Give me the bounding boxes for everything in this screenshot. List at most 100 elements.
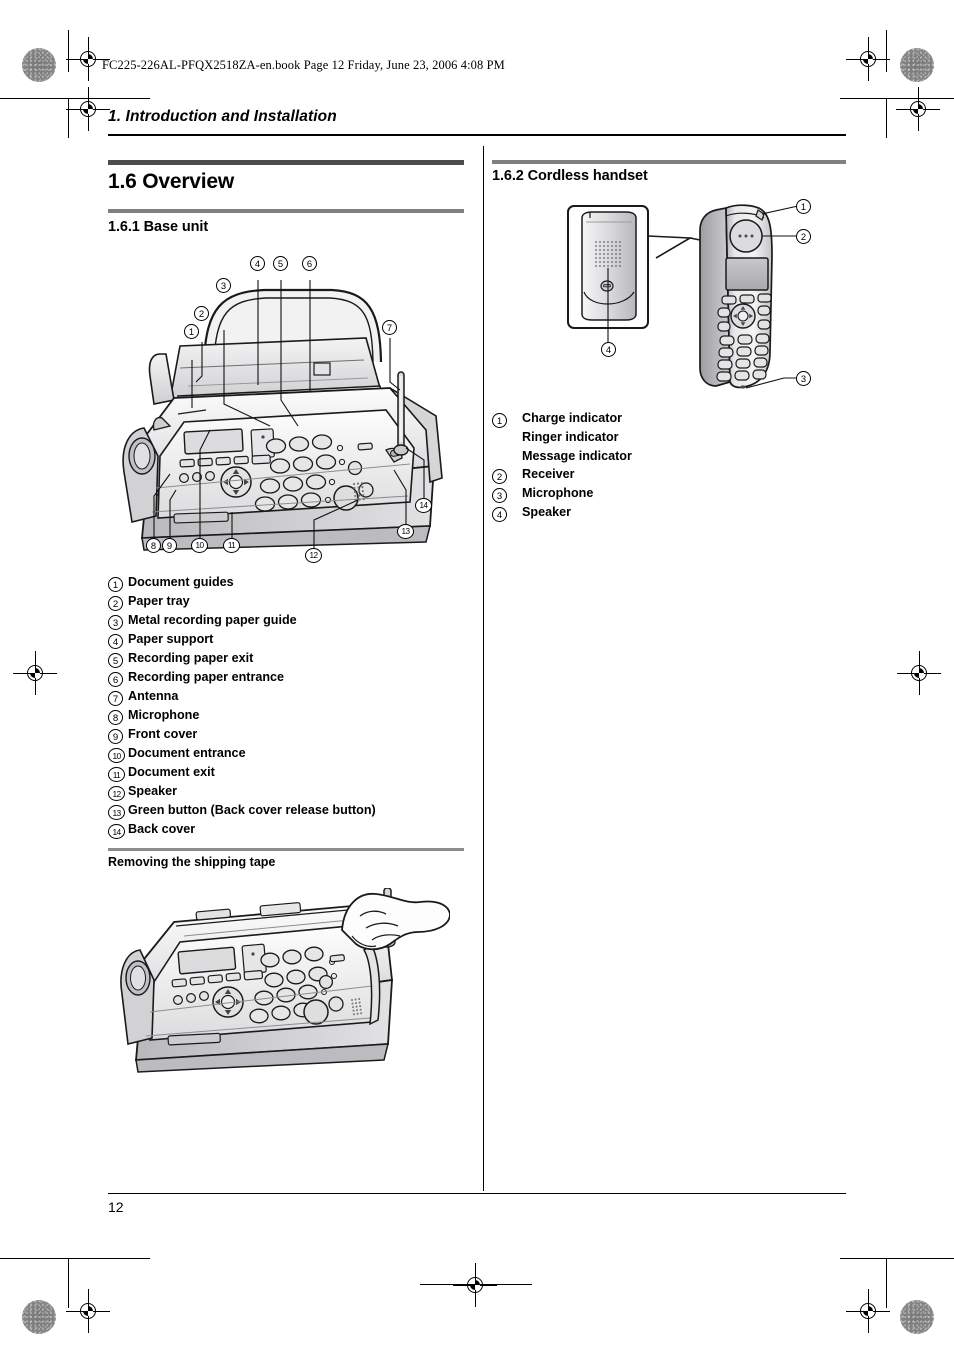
column-divider [483, 146, 484, 1191]
footer-rule [108, 1193, 846, 1195]
base-unit-callout-1: 1 [184, 324, 199, 339]
shipping-tape-rule [108, 848, 464, 851]
parts-list-label: Recording paper entrance [128, 670, 285, 684]
registration-target-inner-top-left [66, 87, 110, 131]
crop-mark-bottom-right-v [886, 1258, 887, 1308]
crop-mark-top-left-h [0, 98, 150, 99]
parts-list-label: Document entrance [128, 746, 246, 760]
chapter-rule [108, 134, 846, 136]
parts-list-item: 3 Microphone [492, 484, 832, 504]
crop-mark-bottom-center-h [420, 1284, 532, 1285]
base-unit-callout-5: 5 [273, 256, 288, 271]
handset-callout-3: 3 [796, 371, 811, 386]
removing-shipping-tape-figure [120, 887, 451, 1083]
parts-list-label: Recording paper exit [128, 651, 254, 665]
base-unit-callout-7: 7 [382, 320, 397, 335]
registration-target-bottom-right [846, 1289, 890, 1333]
parts-list-label-extra: Message indicator [522, 448, 632, 463]
crop-mark-bottom-left-h [0, 1258, 150, 1259]
base-unit-callout-3: 3 [216, 278, 231, 293]
parts-list-number: 4 [108, 630, 128, 649]
base-unit-callout-11: 11 [223, 538, 240, 553]
parts-list-label: Back cover [128, 822, 196, 836]
crop-mark-right-v [886, 98, 887, 138]
parts-list-item: Ringer indicator [492, 428, 832, 447]
parts-list-number: 1 [108, 573, 128, 592]
base-unit-illustration [122, 280, 443, 551]
parts-list-label: Metal recording paper guide [128, 613, 297, 627]
parts-list-number: 9 [108, 725, 128, 744]
parts-list-number: 2 [492, 465, 522, 485]
crop-mark-top-left-v [68, 30, 69, 72]
parts-list-number: 1 [492, 409, 522, 428]
parts-list-label: Receiver [522, 467, 575, 482]
parts-list-label: Document guides [128, 575, 234, 589]
parts-list-label: Microphone [522, 486, 594, 501]
base-unit-callout-8: 8 [146, 538, 161, 553]
base-unit-callout-9: 9 [162, 538, 177, 553]
registration-target-top-right [846, 37, 890, 81]
section-title-overview: 1.6 Overview [108, 170, 235, 193]
removing-shipping-tape-illustration [120, 887, 451, 1073]
parts-list-number: 3 [492, 484, 522, 504]
parts-list-item: 4 Speaker [492, 503, 832, 523]
parts-list-number: 7 [108, 687, 128, 706]
base-unit-callout-13: 13 [397, 524, 414, 539]
cordless-handset-illustration [567, 204, 799, 389]
cordless-handset-figure: 1 2 3 4 [540, 196, 830, 396]
handset-callout-4: 4 [601, 342, 616, 357]
parts-list-number: 13 [108, 801, 128, 820]
section-rule-overview [108, 160, 464, 165]
halftone-registration-dot-top-left [22, 48, 56, 82]
handset-parts-list: 1 Charge indicator Ringer indicator Mess… [492, 409, 832, 523]
parts-list-number: 12 [108, 782, 128, 801]
parts-list-item: 2 Receiver [492, 465, 832, 485]
subsection-title-base-unit: 1.6.1 Base unit [108, 219, 209, 235]
parts-list-number: 4 [492, 503, 522, 523]
subsection-rule-base-unit [108, 209, 464, 213]
registration-target-bottom-center [453, 1263, 497, 1307]
handset-callout-2: 2 [796, 229, 811, 244]
base-unit-callout-2: 2 [194, 306, 209, 321]
book-header-path: FC225-226AL-PFQX2518ZA-en.book Page 12 F… [102, 58, 505, 72]
base-unit-callout-6: 6 [302, 256, 317, 271]
parts-list-number: 8 [108, 706, 128, 725]
parts-list-number: 10 [108, 744, 128, 763]
crop-mark-bottom-right-h [840, 1258, 954, 1259]
crop-mark-top-right-h [840, 98, 954, 99]
registration-target-inner-top-right [896, 87, 940, 131]
registration-target-middle-left [13, 651, 57, 695]
parts-list-label: Charge indicator [522, 411, 623, 425]
parts-list-label: Green button (Back cover release button) [128, 803, 376, 817]
parts-list-label: Speaker [522, 505, 572, 520]
crop-mark-top-right-v [886, 30, 887, 72]
subsection-title-cordless-handset: 1.6.2 Cordless handset [492, 168, 648, 184]
base-unit-callout-4: 4 [250, 256, 265, 271]
parts-list-label: Document exit [128, 765, 215, 779]
base-unit-figure: 1 2 3 4 5 6 7 8 9 10 11 12 13 14 [118, 250, 458, 570]
crop-mark-bottom-left-v [68, 1258, 69, 1308]
registration-target-bottom-left [66, 1289, 110, 1333]
base-unit-callout-10: 10 [191, 538, 208, 553]
parts-list-item: 1 Charge indicator [492, 409, 832, 428]
parts-list-label: Antenna [128, 689, 179, 703]
base-unit-callout-14: 14 [415, 498, 432, 513]
parts-list-number: 5 [108, 649, 128, 668]
crop-mark-left-v [68, 98, 69, 138]
parts-list-number: 6 [108, 668, 128, 687]
